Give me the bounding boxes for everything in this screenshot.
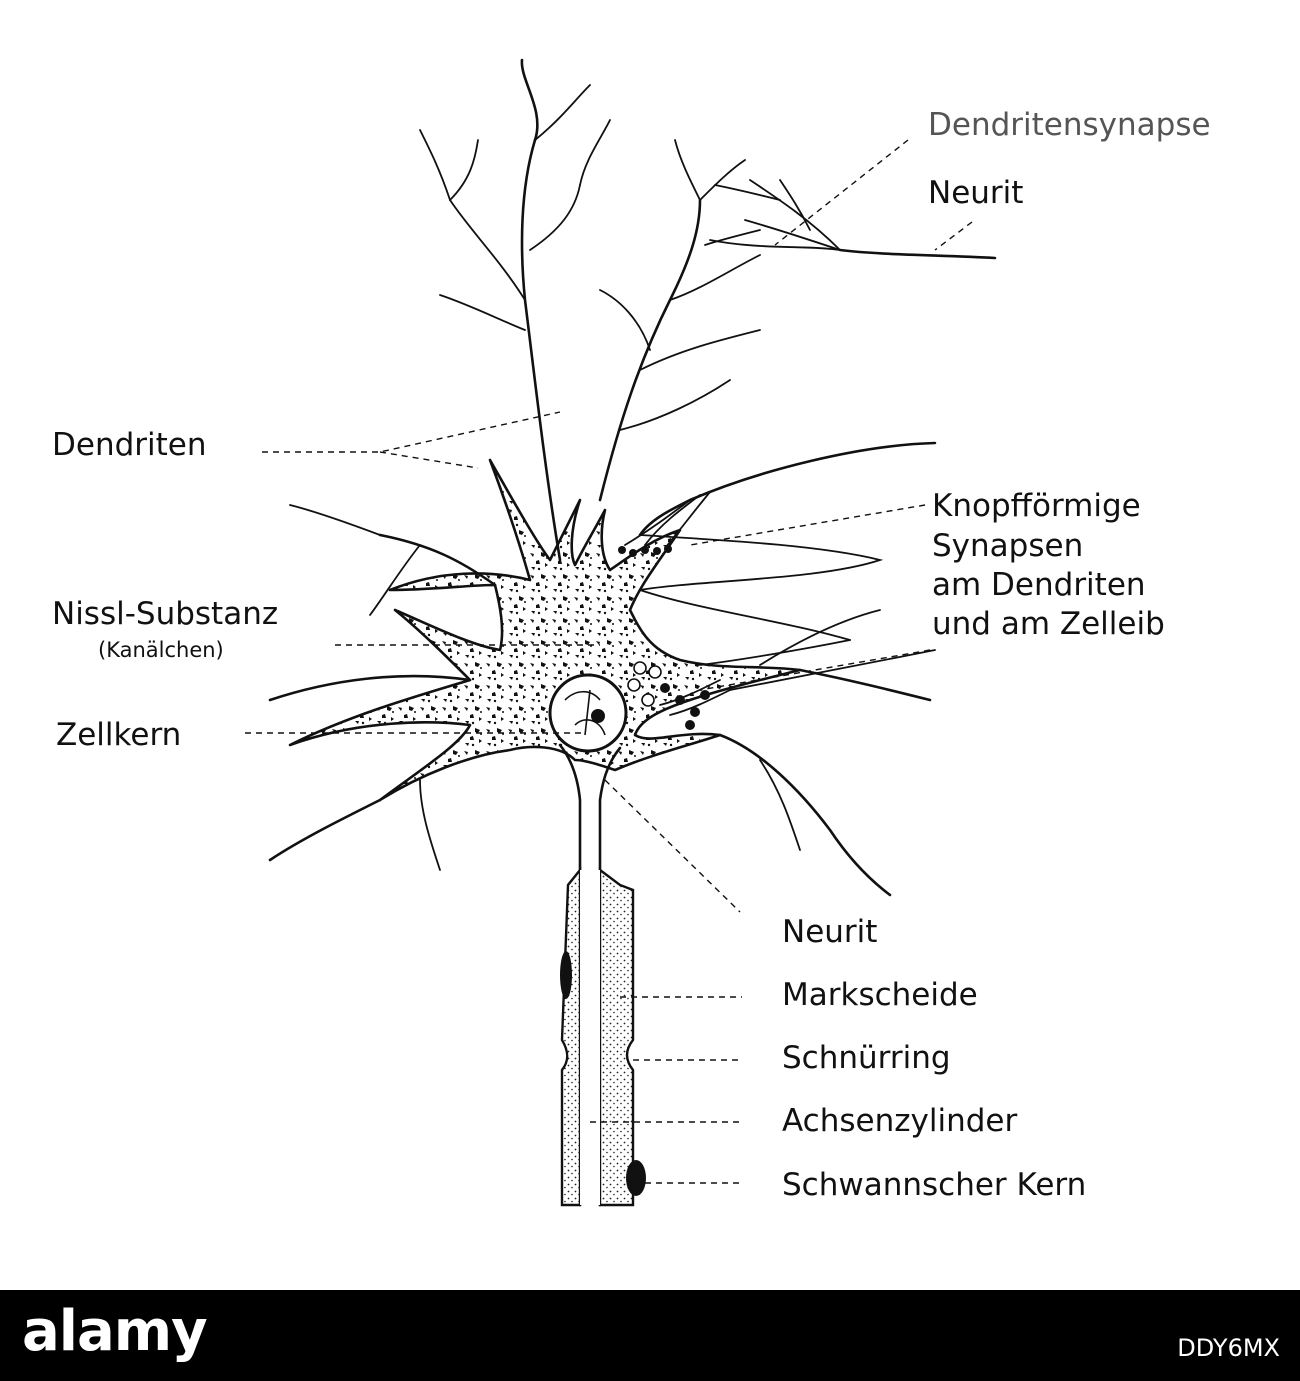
label-schnuerring: Schnürring [782, 1040, 951, 1076]
label-knopf-3: am Dendriten [932, 567, 1146, 603]
myelin-nucleus-left [560, 951, 572, 999]
axon-edge-right [598, 746, 622, 1207]
label-knopf-1: Knopfförmige [932, 488, 1141, 524]
button-synapses-soma [627, 661, 710, 730]
watermark-logo: alamy [22, 1299, 208, 1364]
presynaptic-fibers [618, 179, 997, 730]
label-nissl: Nissl-Substanz [52, 596, 278, 632]
label-zellkern: Zellkern [56, 717, 181, 753]
label-schwann: Schwannscher Kern [782, 1167, 1086, 1203]
button-synapses-dendrite [618, 545, 672, 557]
axon-hillock [558, 743, 582, 1207]
myelin-right [598, 867, 635, 1207]
leader-lines [245, 139, 973, 1184]
soma-outline [288, 458, 802, 802]
label-knopf-2: Synapsen [932, 528, 1083, 564]
myelin-sheath [560, 866, 646, 1207]
label-neurit-top: Neurit [928, 175, 1023, 211]
label-nissl-sub: (Kanälchen) [98, 638, 224, 662]
axon-cylinder [580, 870, 600, 1205]
labels: Dendritensynapse Neurit Dendriten Knopff… [52, 107, 1211, 1203]
label-markscheide: Markscheide [782, 977, 978, 1013]
neuron-diagram: Dendritensynapse Neurit Dendriten Knopff… [52, 58, 1211, 1207]
label-knopf-4: und am Zelleib [932, 606, 1165, 642]
myelin-left [560, 866, 582, 1207]
label-dendriten: Dendriten [52, 427, 207, 463]
image-reference-id: DDY6MX [1177, 1334, 1280, 1362]
label-achsenzylinder: Achsenzylinder [782, 1103, 1017, 1139]
neuron-cell [288, 458, 802, 1207]
footer-bar [0, 1290, 1300, 1381]
schwann-nucleus [626, 1160, 646, 1196]
label-neurit: Neurit [782, 914, 877, 950]
label-dendritensynapse: Dendritensynapse [928, 107, 1211, 143]
dendrite-tree [268, 58, 932, 897]
nucleus [548, 673, 628, 753]
